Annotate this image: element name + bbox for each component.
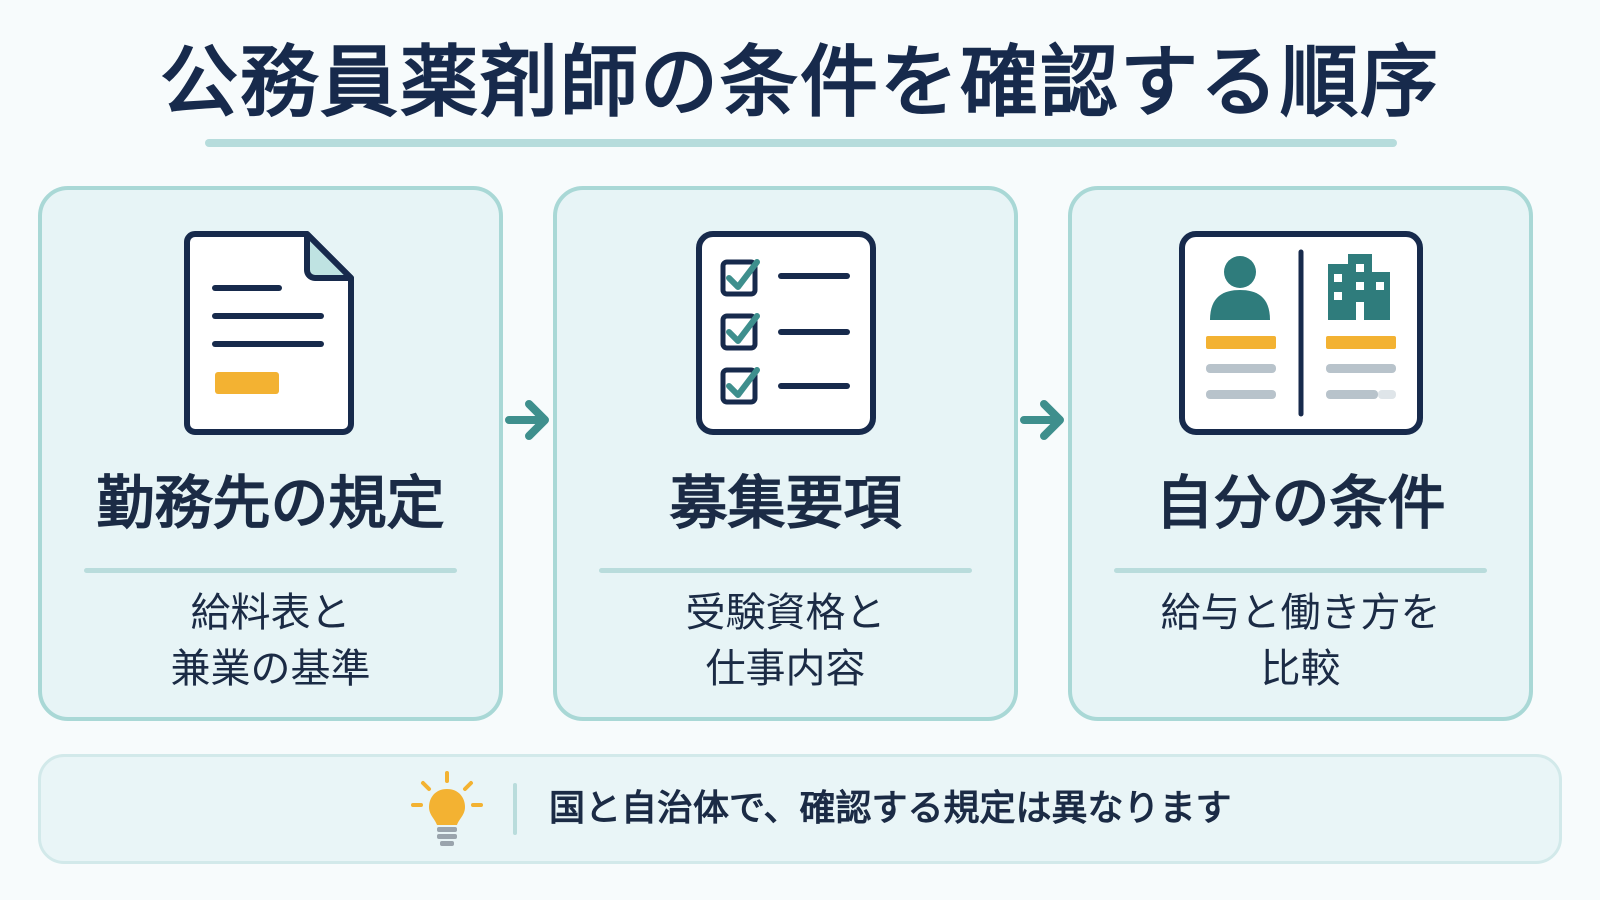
page-title: 公務員薬剤師の条件を確認する順序 (159, 38, 1440, 128)
step-description-line: 給料表と (190, 590, 351, 636)
note-text: 国と自治体で、確認する規定は異なります (549, 788, 1232, 829)
step-description-line: 仕事内容 (705, 646, 866, 692)
arrow-right-icon (505, 400, 549, 440)
step-description: 受験資格と 仕事内容 (557, 585, 1014, 697)
checklist-icon (695, 231, 876, 435)
card-divider (599, 568, 972, 573)
card-divider (1114, 568, 1487, 573)
person-icon (1209, 256, 1270, 320)
step-description: 給料表と 兼業の基準 (42, 585, 499, 697)
step-title: 勤務先の規定 (96, 469, 445, 537)
step-description-line: 受験資格と (685, 590, 886, 636)
step-description: 給与と働き方を 比較 (1072, 585, 1529, 697)
compare-card-icon (1178, 231, 1423, 435)
document-icon (183, 231, 354, 435)
note-divider (513, 783, 517, 835)
step-card-own-conditions: 自分の条件 給与と働き方を 比較 (1068, 186, 1533, 721)
tip-note: 国と自治体で、確認する規定は異なります (38, 754, 1562, 864)
step-description-line: 給与と働き方を (1160, 590, 1441, 636)
step-card-job-posting: 募集要項 受験資格と 仕事内容 (553, 186, 1018, 721)
step-title: 募集要項 (669, 469, 902, 537)
title-underline (205, 139, 1397, 147)
building-icon (1327, 254, 1390, 320)
arrow-right-icon (1020, 400, 1064, 440)
step-card-workplace-rules: 勤務先の規定 給料表と 兼業の基準 (38, 186, 503, 721)
lightbulb-icon (411, 771, 483, 846)
step-title: 自分の条件 (1155, 469, 1446, 537)
step-description-line: 兼業の基準 (170, 646, 371, 692)
step-description-line: 比較 (1260, 646, 1341, 692)
card-divider (84, 568, 457, 573)
